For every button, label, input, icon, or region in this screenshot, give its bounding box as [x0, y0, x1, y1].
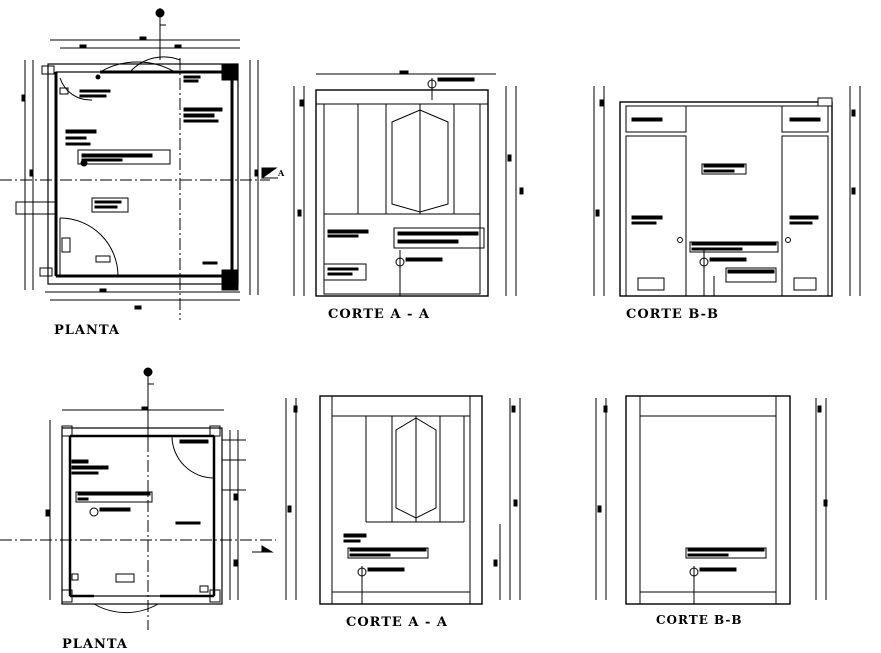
top-plan-dimensions: [21, 36, 259, 320]
top-section-b: CORTE B-B: [593, 86, 861, 322]
north-arrow-icon: [155, 8, 166, 60]
north-arrow-icon: [143, 367, 154, 440]
level-marker-icon: [699, 250, 747, 296]
level-marker-icon: [427, 77, 475, 100]
plan-title: PLANTA: [62, 637, 128, 652]
top-plan-inner-wall: [55, 71, 233, 277]
level-marker-icon: [89, 507, 131, 517]
bottom-plan-inner-wall: [69, 435, 215, 597]
door-swing: [59, 217, 119, 277]
section-a-title: CORTE A - A: [328, 307, 430, 322]
section-b-frame: [619, 101, 833, 297]
column-hatch-icon: [221, 269, 239, 291]
level-marker-icon: [357, 566, 405, 604]
section-marker-a-icon: [261, 167, 278, 179]
plan-title: PLANTA: [54, 323, 120, 338]
section-a-frame: [315, 89, 489, 297]
top-plan-annotations: [59, 74, 223, 265]
top-section-a: CORTE A - A: [293, 70, 524, 322]
bottom-section-a: CORTE A - A: [285, 395, 521, 630]
level-marker-icon: [395, 250, 443, 296]
section-b-frame: [625, 395, 791, 605]
top-plan-outer-wall: [47, 63, 239, 285]
section-a-title: CORTE A - A: [346, 615, 448, 630]
section-b-title: CORTE B-B: [656, 613, 743, 627]
bottom-section-b: CORTE B-B: [595, 395, 828, 627]
section-marker-text: A: [277, 168, 285, 178]
door-swing: [171, 435, 215, 479]
top-plan: A: [0, 8, 285, 320]
level-marker-icon: [689, 566, 737, 604]
section-b-title: CORTE B-B: [626, 307, 719, 322]
bottom-plan-outer-wall: [61, 427, 223, 605]
door-swing: [99, 61, 176, 73]
section-marker-a-icon: [252, 545, 274, 553]
column-hatch-icon: [221, 63, 239, 81]
door-swing: [93, 603, 159, 614]
bottom-plan: [0, 367, 276, 630]
